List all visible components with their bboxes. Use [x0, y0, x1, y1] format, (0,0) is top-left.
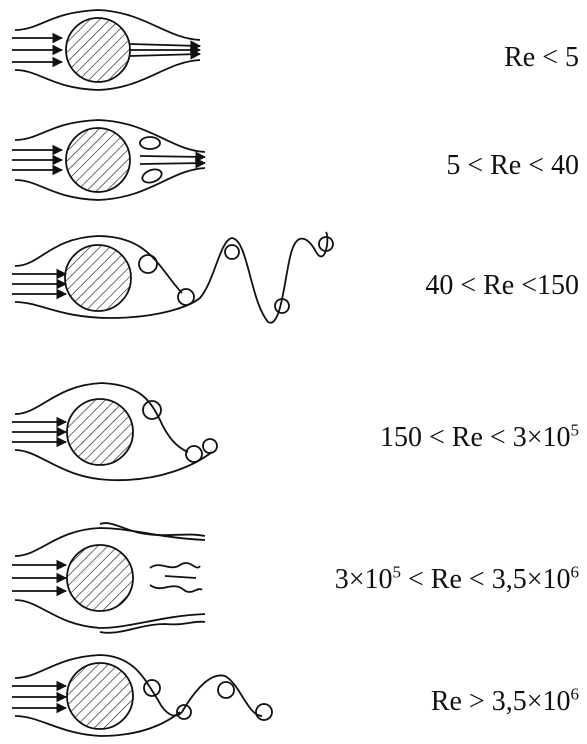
regime-label-6: Re > 3,5×106: [430, 684, 580, 717]
regime-label-exponent: 6: [570, 562, 580, 582]
cylinder: [66, 398, 134, 466]
cylinder: [64, 244, 132, 312]
regime-label-exponent: 5: [392, 562, 402, 582]
regime-label-5: 3×105 < Re < 3,5×106: [334, 562, 580, 595]
eddy: [217, 681, 235, 699]
eddy: [185, 445, 203, 463]
eddy: [255, 703, 273, 721]
eddy: [274, 298, 290, 314]
panel-re-40-150: [12, 231, 334, 324]
regime-label-text: 150 < Re < 3×10: [380, 422, 571, 453]
regime-label-3: 40 < Re <150: [425, 272, 579, 300]
panel-re-150-3e5: [12, 382, 218, 481]
panel-re-3e5-3.5e6: [12, 522, 206, 634]
eddy: [202, 438, 218, 454]
eddy: [142, 400, 162, 420]
eddy: [176, 704, 192, 720]
regime-label-4: 150 < Re < 3×105: [380, 420, 580, 453]
regime-label-2: 5 < Re < 40: [446, 152, 579, 180]
cylinder: [65, 17, 131, 83]
regime-label-text: 3×10: [334, 564, 393, 595]
eddy: [141, 168, 163, 184]
regime-label-text: 5 < Re < 40: [446, 150, 579, 181]
eddy: [143, 679, 161, 697]
panel-re-lt-5: [12, 9, 202, 91]
regime-label-exponent: 6: [570, 684, 580, 704]
eddy: [138, 254, 158, 274]
regime-label-text: Re < 5: [504, 42, 579, 73]
regime-label-text: < Re < 3,5×10: [401, 564, 571, 595]
regime-label-text: 40 < Re <150: [425, 270, 579, 301]
regime-label-exponent: 5: [570, 420, 580, 440]
cylinder: [66, 544, 134, 612]
eddy: [318, 236, 334, 252]
eddy: [139, 136, 161, 150]
panel-re-gt-3.5e6: [12, 654, 273, 737]
cylinder: [65, 127, 131, 193]
eddy: [224, 244, 240, 260]
regime-label-text: Re > 3,5×10: [430, 686, 571, 717]
panel-re-5-40: [12, 119, 207, 201]
regime-label-1: Re < 5: [504, 44, 579, 72]
eddy: [177, 288, 195, 306]
cylinder: [66, 662, 134, 730]
